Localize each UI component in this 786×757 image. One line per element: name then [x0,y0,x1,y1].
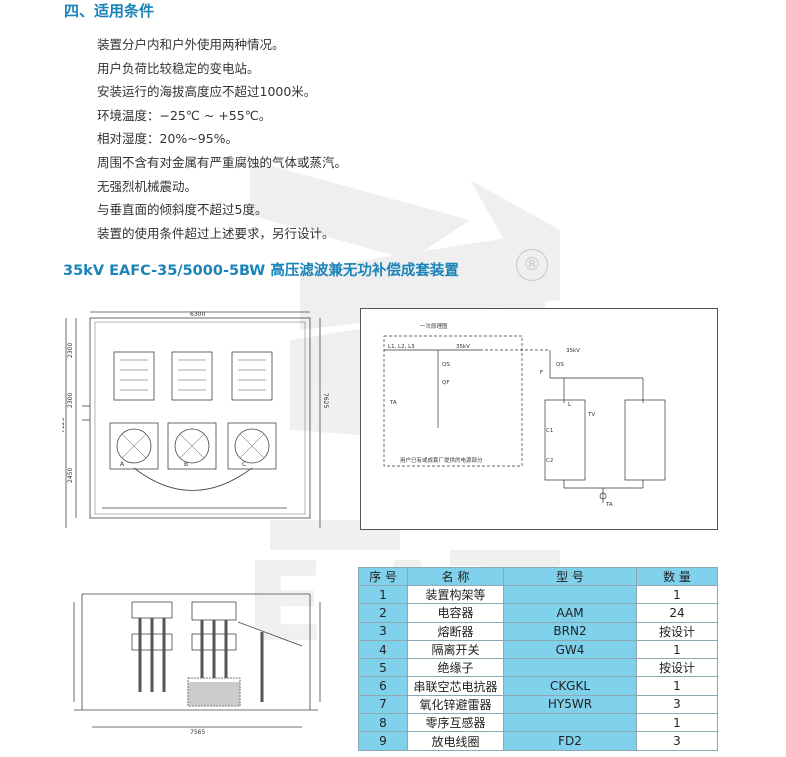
cell-qty: 1 [636,676,718,696]
table-row: 9 放电线圈 FD2 3 [358,731,718,751]
table-row: 5 绝缘子 按设计 [358,658,718,678]
cell-model: AAM [503,603,637,623]
cell-qty: 1 [636,713,718,733]
cell-qty: 按设计 [636,658,718,678]
cell-model: HY5WR [503,694,637,715]
table-row: 6 串联空芯电抗器 CKGKL 1 [358,676,718,696]
header-name: 名 称 [407,567,504,586]
plan-dim-bottom: 2450 [67,468,74,483]
circuit-label: L1, L2, L3 [388,344,415,350]
plan-dim-top: 2300 [67,343,74,358]
cell-name: 氧化锌避雷器 [407,694,504,715]
circuit-label: QS [556,362,564,368]
cell-no: 1 [358,584,408,605]
cell-no: 4 [358,639,408,660]
cell-no: 8 [358,713,408,733]
cell-name: 绝缘子 [407,658,504,678]
plan-dim-width: 6300 [190,311,205,318]
cell-name: 串联空芯电抗器 [407,676,504,696]
table-row: 8 零序互感器 1 [358,713,718,733]
cell-model: FD2 [503,731,637,751]
cell-qty: 3 [636,731,718,751]
table-row: 2 电容器 AAM 24 [358,603,718,623]
table-row: 3 熔断器 BRN2 按设计 [358,621,718,641]
section-title: 四、适用条件 [64,2,155,20]
circuit-label: QF [442,380,450,386]
circuit-label: 一次原理图 [420,322,448,330]
table-row: 4 隔离开关 GW4 1 [358,639,718,660]
condition-item: 相对湿度：20%~95%。 [97,131,239,147]
cell-name: 装置构架等 [407,584,504,605]
registered-mark-icon: ® [516,249,548,281]
circuit-label: QS [442,362,450,368]
cell-name: 零序互感器 [407,713,504,733]
cell-qty: 24 [636,603,718,623]
circuit-label: L [568,402,572,408]
conditions-list: 装置分户内和户外使用两种情况。 用户负荷比较稳定的变电站。 安装运行的海拔高度应… [97,33,347,245]
cell-name: 隔离开关 [407,639,504,660]
condition-item: 安装运行的海拔高度应不超过1000米。 [97,84,317,100]
cell-qty: 3 [636,694,718,715]
plan-dim-total: 7625 [322,393,329,408]
cell-no: 9 [358,731,408,751]
phase-label-b: B [184,461,188,468]
circuit-label: 35kV [566,348,580,354]
table-header-row: 序 号 名 称 型 号 数 量 [358,567,718,586]
cell-qty: 按设计 [636,621,718,641]
cell-name: 熔断器 [407,621,504,641]
circuit-label: TA [605,502,613,508]
cell-name: 电容器 [407,603,504,623]
condition-item: 装置的使用条件超过上述要求，另行设计。 [97,225,335,241]
condition-item: 用户负荷比较稳定的变电站。 [97,60,260,76]
circuit-label: C2 [546,458,553,464]
elevation-dim-width: 7565 [190,729,205,736]
cell-qty: 1 [636,639,718,660]
circuit-label: TA [389,400,397,406]
cell-model: BRN2 [503,621,637,641]
cell-no: 2 [358,603,408,623]
cell-no: 6 [358,676,408,696]
cell-model [503,658,637,678]
condition-item: 周围不含有对金属有严重腐蚀的气体或蒸汽。 [97,154,348,170]
cell-no: 5 [358,658,408,678]
header-no: 序 号 [358,567,408,586]
table-row: 1 装置构架等 1 [358,584,718,605]
plan-dim-mid: 2300 [67,393,74,408]
circuit-label: C1 [546,428,553,434]
header-model: 型 号 [503,567,637,586]
cell-no: 3 [358,621,408,641]
phase-label-c: C [242,461,246,468]
circuit-label: 35kV [456,344,470,350]
cell-model [503,584,637,605]
cell-qty: 1 [636,584,718,605]
cell-name: 放电线圈 [407,731,504,751]
circuit-drawing: 一次原理图 L1, L2, L3 35kV QS QF TA 用户已有或成套厂提… [360,308,718,530]
plan-dim-height: 7125 [62,418,66,433]
elevation-drawing: 7565 [73,593,321,736]
product-title: 35kV EAFC-35/5000-5BW 高压滤波兼无功补偿成套装置 [63,263,459,279]
phase-label-a: A [120,461,125,468]
circuit-label: F [540,370,543,376]
cell-model: GW4 [503,639,637,660]
condition-item: 无强烈机械震动。 [97,178,198,194]
circuit-label: TV [587,412,595,418]
plan-drawing: 6300 2300 2300 2450 7125 7625 A B C [62,311,329,528]
cell-model [503,713,637,733]
condition-item: 环境温度：−25℃ ~ +55℃。 [97,107,272,123]
condition-item: 装置分户内和户外使用两种情况。 [97,37,285,52]
spec-table: 序 号 名 称 型 号 数 量 1 装置构架等 1 2 电容器 AAM 24 3… [358,567,718,751]
cell-model: CKGKL [503,676,637,696]
condition-item: 与垂直面的倾斜度不超过5度。 [97,202,268,218]
circuit-label: 用户已有或成套厂提供的电源部分 [400,456,483,464]
header-qty: 数 量 [636,567,718,586]
table-row: 7 氧化锌避雷器 HY5WR 3 [358,694,718,715]
cell-no: 7 [358,694,408,715]
